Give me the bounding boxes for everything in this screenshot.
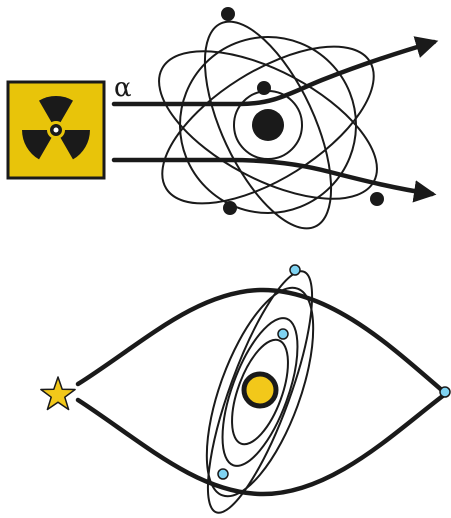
point-mid <box>278 329 288 339</box>
top-figure: α <box>8 4 434 246</box>
point-right <box>440 387 450 397</box>
point-bottom <box>218 469 228 479</box>
points <box>218 265 450 479</box>
light-path-lower <box>78 395 444 494</box>
central-body <box>244 374 276 406</box>
bottom-figure <box>41 261 450 518</box>
alpha-particle-label: α <box>114 73 132 103</box>
nucleus <box>252 109 284 141</box>
electrons <box>221 7 384 215</box>
electron <box>370 192 384 206</box>
electron <box>257 81 271 95</box>
electron <box>221 7 235 21</box>
radiation-source <box>8 82 104 178</box>
star-icon <box>41 377 75 410</box>
point-top <box>290 265 300 275</box>
electron <box>223 201 237 215</box>
